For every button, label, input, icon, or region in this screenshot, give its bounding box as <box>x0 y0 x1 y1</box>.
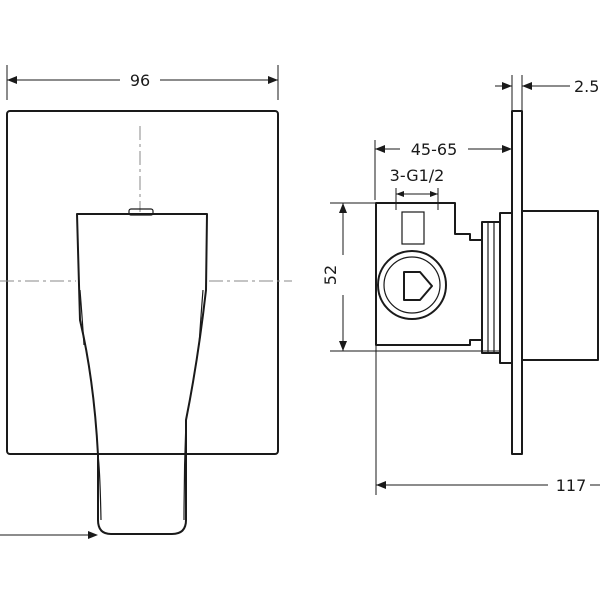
lever-handle-right-edge <box>198 289 204 346</box>
depth-range-label: 45-65 <box>411 140 458 159</box>
connection-arrow-left <box>396 191 404 197</box>
front-lower-arrow <box>88 531 98 539</box>
front-width-arrow-right <box>268 76 278 84</box>
lever-handle-lower-left-edge <box>97 454 102 521</box>
threaded-sleeve <box>481 221 501 354</box>
depth-arrow-left <box>375 145 385 153</box>
height-label: 52 <box>321 265 340 285</box>
handle-cap <box>128 208 154 216</box>
height-arrow-bottom <box>339 341 347 351</box>
cover-plate <box>6 110 279 455</box>
depth-arrow-right <box>502 145 512 153</box>
valve-inlet-channel <box>401 211 425 245</box>
front-width-label: 96 <box>130 71 150 90</box>
valve-cartridge <box>403 271 433 301</box>
sleeve-flange <box>499 212 513 364</box>
plate-arrow-left <box>502 82 512 90</box>
side-view: 2.5 45-65 3-G1/2 52 <box>321 75 600 495</box>
handle-side <box>521 210 599 361</box>
plate-arrow-right <box>522 82 532 90</box>
connection-arrow-right <box>430 191 438 197</box>
plate-thickness-label: 2.5 <box>574 77 599 96</box>
lever-handle-lower-right-edge <box>183 419 187 521</box>
lever-handle <box>76 213 208 535</box>
cover-plate-side <box>511 110 523 455</box>
total-arrow-left <box>376 481 386 489</box>
valve-body <box>375 202 483 346</box>
valve-port-inner <box>383 256 441 314</box>
total-depth-label: 117 <box>556 476 587 495</box>
front-view: 96 <box>0 65 292 539</box>
front-width-arrow-left <box>7 76 17 84</box>
valve-port-outer <box>377 250 447 320</box>
height-arrow-top <box>339 203 347 213</box>
lever-handle-left-edge <box>79 289 85 346</box>
connection-label: 3-G1/2 <box>390 166 445 185</box>
